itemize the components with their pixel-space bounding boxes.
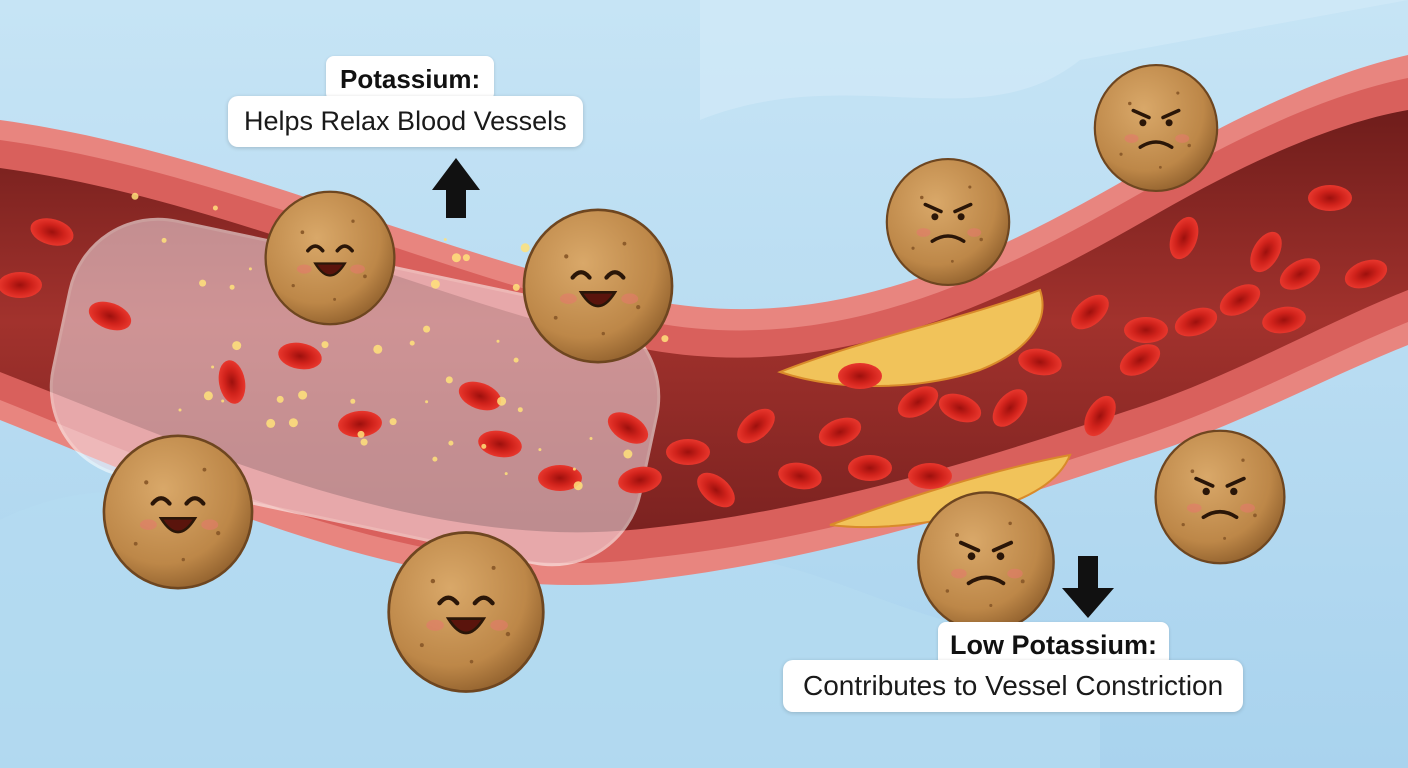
sparkle [350,399,355,404]
happy-potato-icon [104,436,252,588]
sparkle [518,407,523,412]
red-blood-cell [0,272,42,298]
angry-potato-icon [918,492,1053,631]
red-blood-cell [848,455,892,481]
sparkle [358,431,365,438]
sparkle [132,193,139,200]
sparkle [230,285,235,290]
happy-potato-icon [389,533,544,692]
sparkle [289,418,298,427]
sparkle [573,468,576,471]
sparkle [373,345,382,354]
sparkle [298,391,307,400]
angry-potato-icon [887,159,1009,285]
sparkle [538,448,541,451]
sparkle [452,253,461,262]
sparkle [425,400,428,403]
low-potassium-description: Contributes to Vessel Constriction [783,660,1243,712]
sparkle [390,418,397,425]
sparkle [448,441,453,446]
happy-potato-icon [266,192,395,324]
angry-potato-icon [1095,65,1217,191]
potassium-description: Helps Relax Blood Vessels [228,96,583,147]
sparkle [514,358,519,363]
sparkle [232,341,241,350]
sparkle [361,439,368,446]
potassium-title: Potassium: [326,56,494,101]
sparkle [444,238,447,241]
angry-potato-icon [1156,431,1285,563]
sparkle [199,280,206,287]
sparkle [410,341,415,346]
sparkle [623,450,632,459]
sparkle [266,419,275,428]
sparkle [162,238,167,243]
sparkle [574,481,583,490]
red-blood-cell [838,363,882,389]
sparkle [179,409,182,412]
sparkle [322,341,329,348]
sparkle [277,396,284,403]
red-blood-cell [1308,185,1352,211]
sparkle [661,335,668,342]
sparkle [211,366,214,369]
sparkle [497,397,506,406]
sparkle [204,391,213,400]
sparkle [481,444,486,449]
sparkle [431,280,440,289]
sparkle [221,400,224,403]
sparkle [590,437,593,440]
happy-potato-icon [524,210,672,362]
sparkle [432,457,437,462]
sparkle [463,254,470,261]
sparkle [249,267,252,270]
red-blood-cell [908,463,952,489]
red-blood-cell [666,439,710,465]
red-blood-cell [1124,317,1168,343]
sparkle [505,472,508,475]
sparkle [513,284,520,291]
sparkle [446,376,453,383]
sparkle [213,206,218,211]
sparkle [423,326,430,333]
sparkle [521,243,530,252]
sparkle [497,340,500,343]
